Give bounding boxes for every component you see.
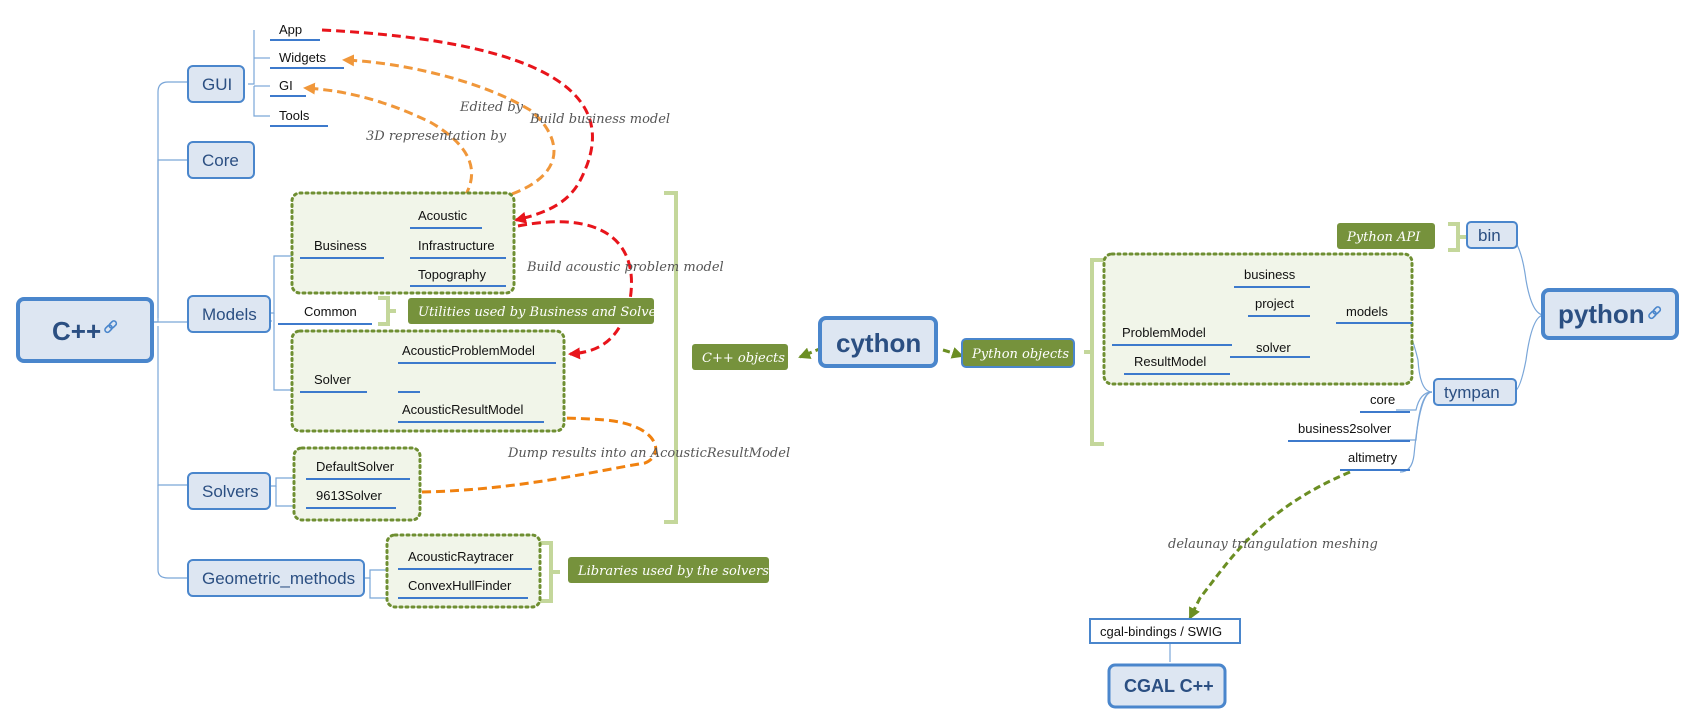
cython-node[interactable] bbox=[818, 316, 938, 368]
solvers-items: DefaultSolver 9613Solver bbox=[306, 459, 410, 509]
solver-items: Solver AcousticProblemModel AcousticResu… bbox=[300, 343, 556, 423]
python-root-node[interactable] bbox=[1541, 288, 1679, 340]
libraries-brace bbox=[540, 541, 560, 603]
py-models-label[interactable]: models bbox=[1346, 304, 1388, 319]
arrow-altimetry-to-cgal bbox=[1188, 470, 1351, 620]
solvers-item-default[interactable]: DefaultSolver bbox=[316, 459, 395, 474]
solvers-label: Solvers bbox=[202, 482, 259, 501]
braces bbox=[378, 191, 1466, 603]
geometric-methods-label: Geometric_methods bbox=[202, 569, 355, 588]
geometric-item-raytracer[interactable]: AcousticRaytracer bbox=[408, 549, 514, 564]
utilities-tag-label: Utilities used by Business and Solver bbox=[418, 305, 663, 320]
solver-item-acoustic-problem-model[interactable]: AcousticProblemModel bbox=[402, 343, 535, 358]
solvers-group bbox=[292, 446, 422, 522]
py-project-label[interactable]: project bbox=[1255, 296, 1294, 311]
cpp-root-node[interactable] bbox=[16, 297, 154, 363]
python-model-items: models business project solver ProblemMo… bbox=[1112, 267, 1412, 375]
libraries-tag-label: Libraries used by the solvers bbox=[577, 564, 769, 579]
python-objects-tag-label: Python objects bbox=[971, 347, 1069, 362]
relationship-arrows bbox=[303, 28, 1351, 620]
python-root-label: python bbox=[1558, 299, 1645, 329]
arrow-cython-to-python-objects bbox=[942, 347, 964, 359]
business-item-infrastructure[interactable]: Infrastructure bbox=[418, 238, 495, 253]
gui-item-app[interactable]: App bbox=[279, 22, 302, 37]
tympan-node[interactable] bbox=[1433, 378, 1517, 406]
cgal-bindings-node[interactable] bbox=[1089, 618, 1241, 644]
arrow-business-to-solver bbox=[517, 220, 633, 360]
python-models-group bbox=[1102, 252, 1414, 386]
cpp-root-label: C++ bbox=[52, 316, 101, 346]
geometric-items: AcousticRaytracer ConvexHullFinder bbox=[398, 549, 532, 599]
gui-items: App Widgets GI Tools bbox=[270, 22, 344, 127]
arrow-solvers-to-result bbox=[421, 412, 658, 494]
cython-label: cython bbox=[836, 328, 921, 358]
python-objects-brace bbox=[1084, 258, 1104, 446]
py-business-label[interactable]: business bbox=[1244, 267, 1296, 282]
business-item-topography[interactable]: Topography bbox=[418, 267, 486, 282]
solver-item-acoustic-result-model[interactable]: AcousticResultModel bbox=[402, 402, 523, 417]
python-api-brace bbox=[1448, 222, 1466, 252]
bin-node[interactable] bbox=[1466, 221, 1518, 249]
tympan-items: core business2solver altimetry bbox=[1288, 392, 1410, 471]
python-api-tag-label: Python API bbox=[1346, 230, 1421, 245]
cgal-bindings-label: cgal-bindings / SWIG bbox=[1100, 624, 1222, 639]
cgal-root-node[interactable] bbox=[1107, 663, 1227, 709]
geometric-methods-node[interactable] bbox=[187, 559, 365, 597]
business-item-acoustic[interactable]: Acoustic bbox=[418, 208, 468, 223]
cgal-root-label: CGAL C++ bbox=[1124, 676, 1214, 696]
common-label[interactable]: Common bbox=[304, 304, 357, 319]
python-api-tag bbox=[1337, 223, 1435, 249]
utilities-tag bbox=[408, 298, 654, 324]
solver-group bbox=[290, 329, 566, 433]
solvers-node[interactable] bbox=[187, 472, 271, 510]
solver-label[interactable]: Solver bbox=[314, 372, 352, 387]
python-objects-tag bbox=[961, 338, 1075, 368]
core-label: Core bbox=[202, 151, 239, 170]
models-node[interactable] bbox=[187, 295, 271, 333]
note-dump-results: Dump results into an AcousticResultModel bbox=[507, 446, 790, 461]
link-icon[interactable] bbox=[104, 320, 118, 334]
cpp-objects-tag bbox=[692, 344, 788, 370]
note-3d-representation: 3D representation by bbox=[366, 129, 507, 144]
geometric-group bbox=[385, 533, 542, 609]
bin-label: bin bbox=[1478, 226, 1501, 245]
py-core-label[interactable]: core bbox=[1370, 392, 1395, 407]
py-problem-model-label[interactable]: ProblemModel bbox=[1122, 325, 1206, 340]
gui-item-widgets[interactable]: Widgets bbox=[279, 50, 326, 65]
geometric-item-convexhull[interactable]: ConvexHullFinder bbox=[408, 578, 512, 593]
gui-item-gi[interactable]: GI bbox=[279, 78, 293, 93]
common-brace bbox=[378, 296, 396, 326]
business-label[interactable]: Business bbox=[314, 238, 367, 253]
gui-label: GUI bbox=[202, 75, 232, 94]
note-build-business-model: Build business model bbox=[529, 112, 670, 127]
arrow-business-to-gi bbox=[303, 82, 474, 197]
py-altimetry-label[interactable]: altimetry bbox=[1348, 450, 1398, 465]
tympan-label: tympan bbox=[1444, 383, 1500, 402]
business-group bbox=[290, 191, 516, 295]
note-delaunay: delaunay triangulation meshing bbox=[1168, 537, 1378, 552]
cpp-objects-brace bbox=[664, 191, 678, 524]
link-icon[interactable] bbox=[1648, 306, 1662, 320]
py-business2solver-label[interactable]: business2solver bbox=[1298, 421, 1392, 436]
arrow-business-to-widgets bbox=[342, 54, 556, 196]
py-result-model-label[interactable]: ResultModel bbox=[1134, 354, 1206, 369]
py-solver-label[interactable]: solver bbox=[1256, 340, 1291, 355]
libraries-tag bbox=[568, 557, 769, 583]
models-label: Models bbox=[202, 305, 257, 324]
business-items: Business Acoustic Infrastructure Topogra… bbox=[300, 208, 506, 287]
cpp-objects-tag-label: C++ objects bbox=[702, 351, 785, 366]
gui-item-tools[interactable]: Tools bbox=[279, 108, 310, 123]
core-node[interactable] bbox=[187, 141, 255, 179]
note-build-acoustic-model: Build acoustic problem model bbox=[526, 260, 724, 275]
solvers-item-9613[interactable]: 9613Solver bbox=[316, 488, 382, 503]
gui-node[interactable] bbox=[187, 65, 245, 103]
note-edited-by: Edited by bbox=[459, 100, 524, 115]
